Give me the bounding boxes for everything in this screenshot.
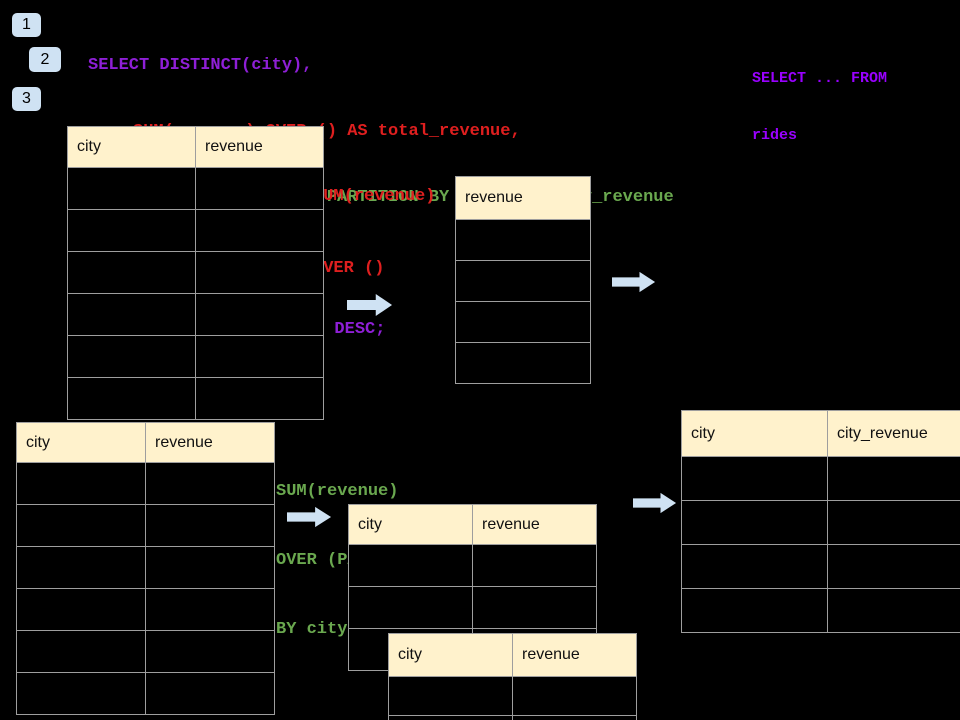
select-from-rides-note: SELECT ... FROM rides — [752, 31, 887, 183]
step-badge-2: 2 — [29, 47, 61, 72]
table-cell — [195, 167, 324, 210]
table-total-revenue-result: revenue — [455, 176, 591, 384]
table-row — [67, 209, 324, 252]
table-row — [16, 504, 275, 547]
table-cell — [67, 209, 196, 252]
column-header: revenue — [195, 126, 324, 168]
table-row — [16, 630, 275, 673]
table-cell — [388, 715, 513, 720]
table-cell — [472, 586, 597, 629]
table-row — [455, 301, 591, 343]
sql-line-select: SELECT DISTINCT(city), — [88, 56, 313, 75]
table-cell — [195, 377, 324, 420]
column-header: city_revenue — [827, 410, 960, 457]
table-cell — [16, 504, 146, 547]
table-row — [67, 167, 324, 210]
table-row — [16, 588, 275, 631]
table-cell — [455, 301, 591, 343]
table-row — [388, 715, 637, 720]
table-cell — [348, 586, 473, 629]
table-cell — [67, 335, 196, 378]
column-header: city — [388, 633, 513, 677]
table-cell — [455, 219, 591, 261]
table-cell — [145, 462, 275, 505]
note-line: SELECT ... FROM — [752, 70, 888, 87]
table-row — [681, 500, 960, 545]
table-cell — [145, 504, 275, 547]
step-badge-3: 3 — [12, 87, 41, 111]
table-row — [681, 456, 960, 501]
table-row — [67, 251, 324, 294]
column-header: revenue — [145, 422, 275, 463]
table-cell — [195, 251, 324, 294]
annotation-line: SUM(revenue) — [313, 187, 436, 206]
step-badge-1: 1 — [12, 13, 41, 37]
table-cell — [827, 588, 960, 633]
table-cell — [455, 342, 591, 384]
table-row — [67, 335, 324, 378]
column-header: city — [681, 410, 828, 457]
note-line: rides — [752, 127, 798, 144]
table-row — [388, 676, 637, 716]
annotation-line: SUM(revenue) — [276, 482, 399, 501]
table-cell — [16, 672, 146, 715]
table-cell — [827, 500, 960, 545]
right-arrow-icon — [287, 506, 332, 528]
table-cell — [827, 544, 960, 589]
table-cell — [145, 630, 275, 673]
table-cell — [67, 167, 196, 210]
column-header: revenue — [512, 633, 637, 677]
table-cell — [681, 588, 828, 633]
table-cell — [681, 456, 828, 501]
table-row — [67, 293, 324, 336]
table-row — [348, 586, 597, 629]
column-header: revenue — [455, 176, 591, 220]
annotation-line: OVER () — [313, 259, 385, 278]
table-cell — [145, 588, 275, 631]
right-arrow-icon — [633, 492, 677, 514]
table-row — [16, 462, 275, 505]
table-row — [455, 342, 591, 384]
right-arrow-icon — [612, 271, 656, 293]
table-cell — [348, 544, 473, 587]
table-cell — [195, 335, 324, 378]
table-cell — [455, 260, 591, 302]
table-cell — [681, 500, 828, 545]
table-cell — [145, 672, 275, 715]
table-cell — [827, 456, 960, 501]
column-header: city — [67, 126, 196, 168]
table-cell — [67, 293, 196, 336]
table-cell — [195, 209, 324, 252]
table-cell — [67, 377, 196, 420]
annotation-line: BY city) — [276, 620, 358, 639]
table-cell — [16, 630, 146, 673]
table-row — [348, 544, 597, 587]
column-header: revenue — [472, 504, 597, 545]
column-header: city — [348, 504, 473, 545]
table-row — [681, 544, 960, 589]
table-cell — [145, 546, 275, 589]
table-cell — [16, 546, 146, 589]
table-cell — [16, 462, 146, 505]
table-row — [16, 546, 275, 589]
right-arrow-icon — [347, 293, 393, 317]
table-row — [681, 588, 960, 633]
table-cell — [472, 544, 597, 587]
table-row — [67, 377, 324, 420]
table-cell — [195, 293, 324, 336]
table-row — [16, 672, 275, 715]
table-cell — [67, 251, 196, 294]
table-cell — [512, 715, 637, 720]
column-header: city — [16, 422, 146, 463]
table-cell — [512, 676, 637, 716]
table-cell — [681, 544, 828, 589]
table-row — [455, 219, 591, 261]
table-row — [455, 260, 591, 302]
table-cell — [16, 588, 146, 631]
table-cell — [388, 676, 513, 716]
